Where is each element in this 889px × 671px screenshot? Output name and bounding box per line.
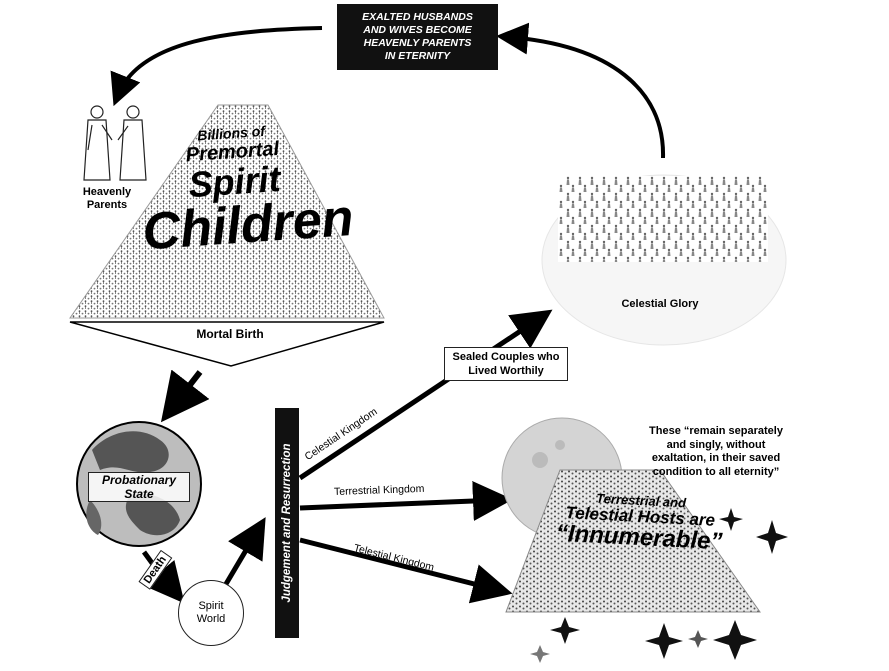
spirit-children-text: Billions of Premortal Spirit Children bbox=[136, 120, 356, 262]
quote-line-2: and singly, without bbox=[666, 438, 766, 451]
judgement-label: Judgement and Resurrection bbox=[281, 443, 293, 603]
mortal-birth-label: Mortal Birth bbox=[196, 327, 264, 341]
spirit-world-circle: Spirit World bbox=[178, 580, 244, 646]
exalted-banner: EXALTED HUSBANDS AND WIVES BECOME HEAVEN… bbox=[337, 4, 498, 70]
mortal-birth-funnel bbox=[69, 321, 385, 367]
stars bbox=[530, 508, 788, 663]
hosts-text: Terrestrial and Telestial Hosts are “Inn… bbox=[539, 489, 742, 556]
arrow-telestial bbox=[299, 537, 513, 604]
celestial-glory-figures bbox=[558, 176, 768, 262]
banner-line-3: HEAVENLY PARENTS bbox=[363, 37, 472, 49]
probationary-line-2: State bbox=[124, 487, 154, 501]
sealed-couples-label: Sealed Couples who Lived Worthily bbox=[444, 347, 568, 381]
terrestrial-telestial-crowd bbox=[505, 469, 761, 613]
spirit-children-crowd bbox=[69, 104, 385, 319]
arrow-to-earth bbox=[160, 369, 210, 423]
arrow-celestial bbox=[298, 309, 553, 481]
spirit-world-line-1: Spirit bbox=[198, 600, 224, 612]
judgement-resurrection-bar: Judgement and Resurrection bbox=[275, 408, 299, 638]
banner-line-2: AND WIVES BECOME bbox=[363, 24, 472, 36]
heavenly-parents-line-2: Parents bbox=[86, 199, 128, 211]
quote-line-1: These “remain separately bbox=[649, 425, 783, 437]
banner-line-4: IN ETERNITY bbox=[384, 50, 451, 62]
heavenly-parents-line-1: Heavenly bbox=[82, 186, 132, 198]
quote-line-4: condition to all eternity” bbox=[652, 465, 780, 478]
probationary-state-label: Probationary State bbox=[88, 472, 190, 502]
sealed-couples-line-2: Lived Worthily bbox=[468, 365, 544, 377]
celestial-glory-label: Celestial Glory bbox=[621, 298, 699, 310]
heavenly-parents-label: Heavenly Parents bbox=[72, 186, 142, 212]
arrow-to-judgement bbox=[223, 517, 266, 586]
quote-line-3: exaltation, in their saved bbox=[651, 452, 781, 464]
arrow-to-heavenly-parents bbox=[110, 26, 323, 107]
spirit-world-line-2: World bbox=[196, 613, 226, 625]
spirit-children-line-4: Children bbox=[140, 188, 356, 262]
banner-line-1: EXALTED HUSBANDS bbox=[362, 11, 473, 23]
eternal-condition-quote: These “remain separately and singly, wit… bbox=[628, 425, 804, 479]
heavenly-parents-figures bbox=[83, 105, 147, 181]
earth-globe bbox=[76, 421, 202, 547]
arrow-to-exalted-banner bbox=[496, 22, 666, 159]
probationary-line-1: Probationary bbox=[101, 473, 176, 487]
arrow-terrestrial bbox=[299, 481, 513, 521]
sealed-couples-line-1: Sealed Couples who bbox=[452, 351, 560, 363]
